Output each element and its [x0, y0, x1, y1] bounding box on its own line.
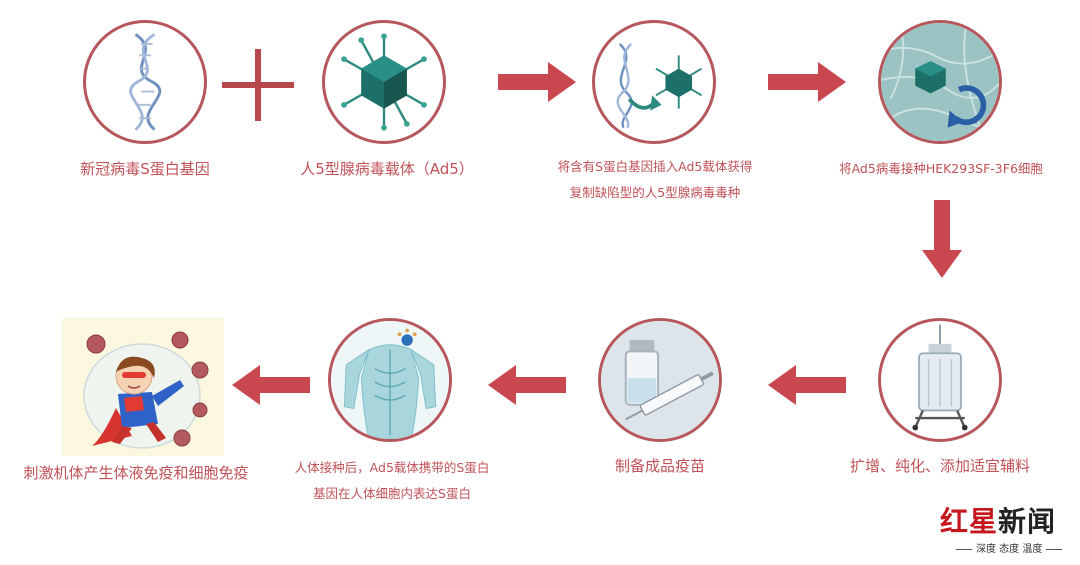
arrow-left-icon	[488, 365, 566, 405]
bioreactor-circle	[878, 318, 1002, 442]
adenovirus-icon	[341, 33, 427, 131]
step-insert-line2: 复制缺陷型的人5型腺病毒毒种	[569, 185, 741, 200]
bioreactor-icon	[912, 324, 968, 431]
step-express-line1: 人体接种后，Ad5载体携带的S蛋白	[294, 460, 490, 475]
brand-logo: 红星新闻 深度 态度 温度	[940, 500, 1072, 560]
step-vector-label: 人5型腺病毒载体（Ad5）	[300, 160, 474, 178]
arrow-down-icon	[922, 200, 962, 278]
insert-circle	[592, 20, 716, 144]
plus-icon	[218, 45, 298, 125]
superhero-illustration	[62, 318, 224, 456]
superhero-child-icon	[83, 331, 209, 449]
step-immune-label: 刺激机体产生体液免疫和细胞免疫	[23, 464, 249, 482]
human-torso-icon	[331, 321, 449, 439]
adenovirus-circle	[322, 20, 446, 144]
cell-culture-icon	[881, 23, 999, 141]
vaccine-syringe-icon	[601, 321, 719, 439]
step-inoculate-label: 将Ad5病毒接种HEK293SF-3F6细胞	[839, 161, 1043, 176]
dna-circle	[83, 20, 207, 144]
step-insert-line1: 将含有S蛋白基因插入Ad5载体获得	[557, 159, 753, 174]
step-express-line2: 基因在人体细胞内表达S蛋白	[313, 486, 471, 501]
step-gene-label: 新冠病毒S蛋白基因	[80, 160, 210, 178]
arrow-left-icon	[232, 365, 310, 405]
arrow-right-icon	[498, 62, 576, 102]
arrow-right-icon	[768, 62, 846, 102]
arrow-left-icon	[768, 365, 846, 405]
brand-logo-text: 红星新闻	[940, 505, 1057, 538]
gene-insert-icon	[616, 43, 703, 129]
vaccine-vial-circle	[598, 318, 722, 442]
brand-tagline: 深度 态度 温度	[952, 540, 1066, 555]
dna-helix-icon	[129, 33, 162, 131]
step-vaccine-label: 制备成品疫苗	[614, 457, 705, 475]
human-body-circle	[328, 318, 452, 442]
step-amplify-label: 扩增、纯化、添加适宜辅料	[849, 457, 1030, 475]
cell-culture-circle	[878, 20, 1002, 144]
